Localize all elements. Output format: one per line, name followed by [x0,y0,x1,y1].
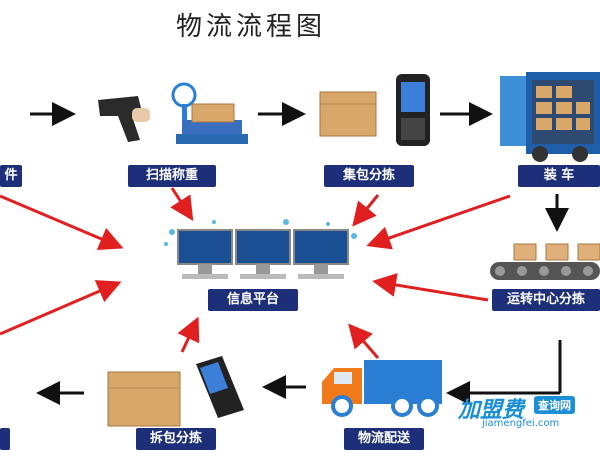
red-arrow-left-top [0,194,124,251]
info-arrows [0,187,511,359]
watermark-logo: 加盟费 查询网 jiamengfei.com [458,392,598,430]
red-arrow-delivery [348,323,380,359]
node-label-transfer-sort: 运转中心分拣 [492,289,600,311]
node-label-unpack-sort: 拆包分拣 [136,428,216,450]
parcel-box-icon [319,91,377,137]
computer-monitor-icon [164,219,357,279]
node-label-left-top: 件 [0,165,22,187]
node-label-platform: 信息平台 [208,289,298,311]
page-title: 物流流程图 [176,12,327,42]
scale-icon [171,82,248,144]
node-label-delivery: 物流配送 [344,428,424,450]
container-truck-icon [500,72,600,162]
node-label-loading: 装 车 [518,165,600,187]
red-arrow-unpack [177,316,200,353]
node-label-scan-weigh: 扫描称重 [128,165,216,187]
conveyor-belt-icon [490,243,600,280]
watermark-main: 加盟费 [458,398,525,423]
delivery-truck-icon [322,360,442,417]
red-arrow-loading [366,194,511,250]
watermark-url: jiamengfei.com [482,418,560,429]
red-arrow-scan [170,187,194,222]
handheld-terminal-icon [396,74,430,146]
flow-arrows [30,102,569,405]
red-arrow-collect [352,194,380,227]
handheld-terminal-icon [196,356,244,418]
red-arrow-left-bottom [0,280,122,336]
red-arrow-transfer [372,273,489,302]
node-label-collect-sort: 集包分拣 [324,165,414,187]
node-label-left-bottom [0,428,10,450]
barcode-scanner-icon [98,96,150,142]
parcel-box-icon [107,371,181,427]
watermark-badge: 查询网 [534,396,575,414]
